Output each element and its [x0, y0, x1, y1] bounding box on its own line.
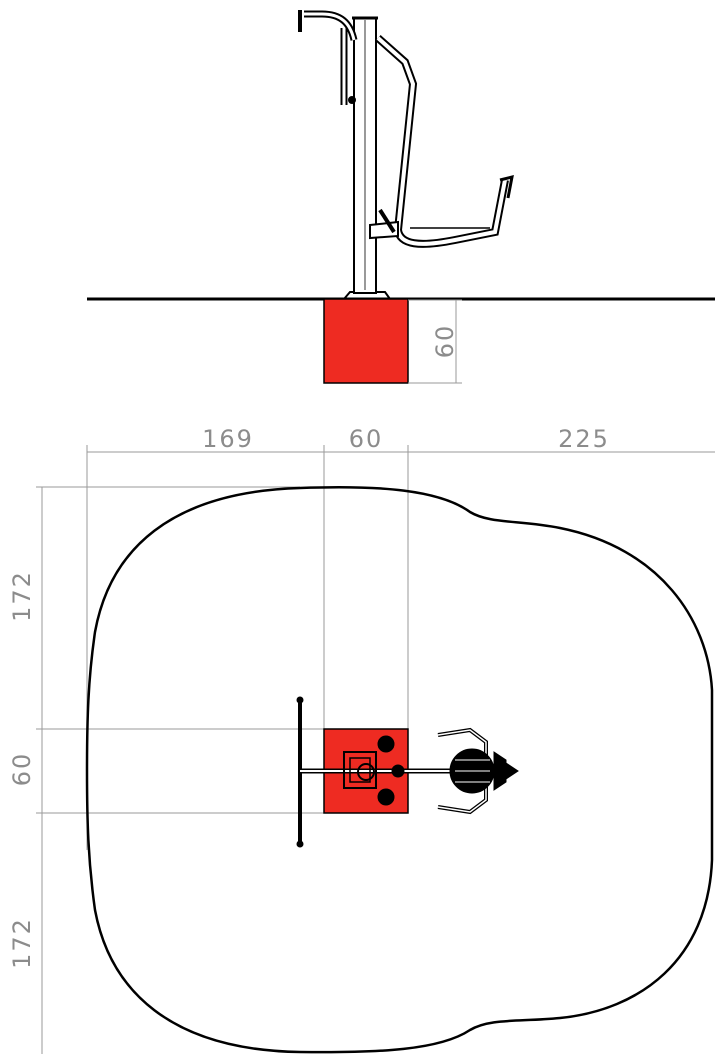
exercise-equipment-top: [296, 696, 519, 848]
plan-dim-label-left: 169: [202, 425, 254, 453]
side-foundation-depth-label: 60: [431, 324, 459, 359]
side-foundation-block: [323, 298, 409, 384]
exercise-equipment-side: [298, 10, 514, 300]
plan-dim-label-foundation-depth: 60: [8, 752, 36, 787]
plan-dim-label-top: 172: [8, 570, 36, 622]
plan-view: 169 60 225 172 60 172: [8, 425, 715, 1054]
plan-dim-label-bottom: 172: [8, 917, 36, 969]
safety-zone-outline: [85, 485, 714, 1054]
side-view: 60: [87, 10, 715, 384]
plan-dim-label-foundation-width: 60: [349, 425, 384, 453]
plan-dim-label-right: 225: [558, 425, 610, 453]
